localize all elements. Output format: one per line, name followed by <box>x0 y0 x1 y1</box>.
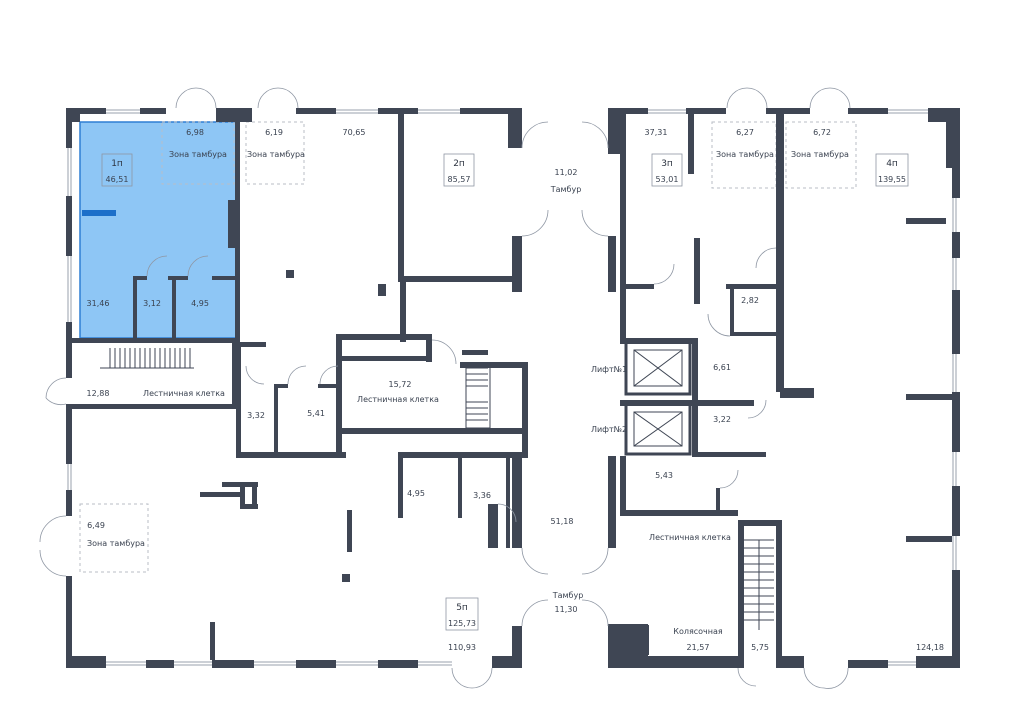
lift-shafts <box>624 340 692 456</box>
room-area-543: 5,43 <box>655 471 673 480</box>
unit-1-badge[interactable]: 1п 46,51 <box>101 153 133 187</box>
room-label-tambur-2: Тамбур <box>552 591 584 600</box>
room-area-672: 6,72 <box>813 128 831 137</box>
room-area-619: 6,19 <box>265 128 283 137</box>
room-area-627: 6,27 <box>736 128 754 137</box>
unit-4-area: 139,55 <box>878 175 906 184</box>
unit-1-name: 1п <box>111 159 123 169</box>
lift-2-label: Лифт№2 <box>591 425 627 434</box>
room-area-312: 3,12 <box>143 299 161 308</box>
unit-3-area: 53,01 <box>656 175 679 184</box>
room-label-vestibule-4: Зона тамбура <box>791 150 849 159</box>
room-area-5118: 51,18 <box>551 517 574 526</box>
unit-4-name: 4п <box>886 159 898 169</box>
unit-5-badge[interactable]: 5п 125,73 <box>445 597 479 631</box>
room-label-vestibule-3: Зона тамбура <box>716 150 774 159</box>
unit-1-area: 46,51 <box>106 175 129 184</box>
room-area-336: 3,36 <box>473 491 491 500</box>
unit-2-area: 85,57 <box>448 175 471 184</box>
room-area-322: 3,22 <box>713 415 731 424</box>
unit-5-area: 125,73 <box>448 619 476 628</box>
room-label-stair-3: Лестничная клетка <box>649 533 731 542</box>
room-area-1130: 11,30 <box>555 605 578 614</box>
room-area-575: 5,75 <box>751 643 769 652</box>
room-area-332: 3,32 <box>247 411 265 420</box>
room-area-661: 6,61 <box>713 363 731 372</box>
staircases <box>100 348 774 630</box>
room-area-649: 6,49 <box>87 521 105 530</box>
room-area-12418: 124,18 <box>916 643 944 652</box>
room-area-698: 6,98 <box>186 128 204 137</box>
room-area-541: 5,41 <box>307 409 325 418</box>
room-area-1572: 15,72 <box>389 380 412 389</box>
unit-2-badge[interactable]: 2п 85,57 <box>443 153 475 187</box>
room-area-1288: 12,88 <box>87 389 110 398</box>
room-area-7065: 70,65 <box>343 128 366 137</box>
room-label-vestibule-2: Зона тамбура <box>247 150 305 159</box>
room-area-3146: 31,46 <box>87 299 110 308</box>
unit-1-accent <box>82 210 116 216</box>
door-swings <box>39 87 851 689</box>
room-labels: 6,98 Зона тамбура 6,19 Зона тамбура 70,6… <box>87 128 944 652</box>
room-label-stair-2: Лестничная клетка <box>357 395 439 404</box>
room-label-tambur-1: Тамбур <box>550 185 582 194</box>
room-label-vestibule-5: Зона тамбура <box>87 539 145 548</box>
room-area-2157: 21,57 <box>687 643 710 652</box>
room-area-1102: 11,02 <box>555 168 578 177</box>
room-area-495-a: 4,95 <box>191 299 209 308</box>
room-label-vestibule-1: Зона тамбура <box>169 150 227 159</box>
walls <box>66 108 960 668</box>
room-area-282: 2,82 <box>741 296 759 305</box>
lift-1-label: Лифт№1 <box>591 365 627 374</box>
room-area-495-b: 4,95 <box>407 489 425 498</box>
windows <box>67 109 957 666</box>
room-label-stroller: Колясочная <box>673 627 723 636</box>
room-label-stair-1: Лестничная клетка <box>143 389 225 398</box>
unit-4-badge[interactable]: 4п 139,55 <box>875 153 909 187</box>
room-area-3731: 37,31 <box>645 128 668 137</box>
unit-3-badge[interactable]: 3п 53,01 <box>651 153 683 187</box>
unit-1-highlight[interactable] <box>79 121 238 339</box>
unit-2-name: 2п <box>453 159 465 169</box>
unit-5-name: 5п <box>456 603 468 613</box>
unit-3-name: 3п <box>661 159 673 169</box>
room-area-11093: 110,93 <box>448 643 476 652</box>
